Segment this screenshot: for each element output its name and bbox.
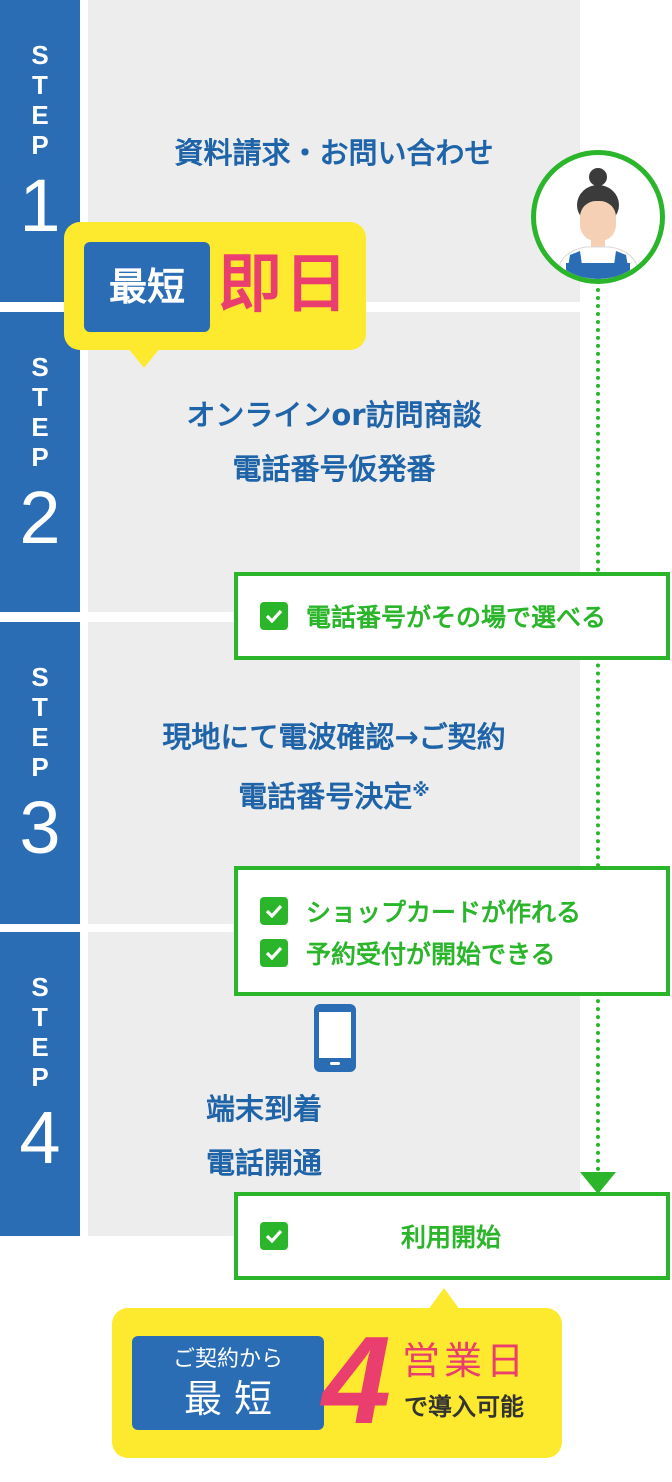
check-icon [260, 939, 288, 967]
business-days-unit: 営業日 [402, 1339, 529, 1383]
check-icon [260, 1222, 288, 1250]
check-icon [260, 897, 288, 925]
step-1-title: 資料請求・お問い合わせ [174, 136, 494, 170]
step-word: S T E P [31, 352, 49, 472]
shortest-same-day-badge: 最短 即日 [64, 222, 366, 368]
step-number: 3 [19, 786, 61, 869]
shortest-label: 最短 [84, 242, 210, 332]
check-box-2: ショップカードが作れる 予約受付が開始できる [234, 866, 670, 996]
check-box-1: 電話番号がその場で選べる [234, 572, 670, 660]
step-number: 2 [19, 476, 61, 559]
person-avatar-icon [531, 150, 665, 284]
speech-tail [428, 1288, 460, 1310]
step-number: 1 [19, 164, 61, 247]
four-business-days-badge: ご契約から 最 短 4 営業日 で導入可能 [112, 1288, 562, 1458]
arrow-down-icon [580, 1172, 616, 1194]
step-4-title: 端末到着 電話開通 [205, 1092, 322, 1180]
check-row: 予約受付が開始できる [238, 932, 666, 974]
speech-tail [128, 348, 160, 368]
step-2-tab: S T E P 2 [0, 312, 80, 612]
contract-shortest-label: ご契約から 最 短 [132, 1336, 324, 1430]
step-number: 4 [19, 1096, 61, 1179]
step-1-tab: S T E P 1 [0, 0, 80, 302]
business-days-number: 4 [322, 1312, 391, 1450]
step-3-title: 現地にて電波確認→ご契約 電話番号決定※ [162, 720, 506, 814]
smartphone-icon [314, 1004, 356, 1072]
step-4-tab: S T E P 4 [0, 932, 80, 1236]
step-2-title: オンラインor訪問商談 電話番号仮発番 [186, 398, 482, 486]
check-icon [260, 602, 288, 630]
same-day-text: 即日 [218, 248, 350, 322]
step-2-panel [88, 312, 580, 612]
step-word: S T E P [31, 972, 49, 1092]
note-mark: ※ [412, 780, 430, 801]
step-word: S T E P [31, 40, 49, 160]
check-row: 電話番号がその場で選べる [238, 595, 666, 637]
check-row: 利用開始 [238, 1215, 666, 1257]
check-row: ショップカードが作れる [238, 890, 666, 932]
step-3-tab: S T E P 3 [0, 622, 80, 924]
check-box-3: 利用開始 [234, 1192, 670, 1280]
step-word: S T E P [31, 662, 49, 782]
introduction-possible-text: で導入可能 [404, 1393, 524, 1421]
progress-dotted-line [596, 280, 600, 1180]
